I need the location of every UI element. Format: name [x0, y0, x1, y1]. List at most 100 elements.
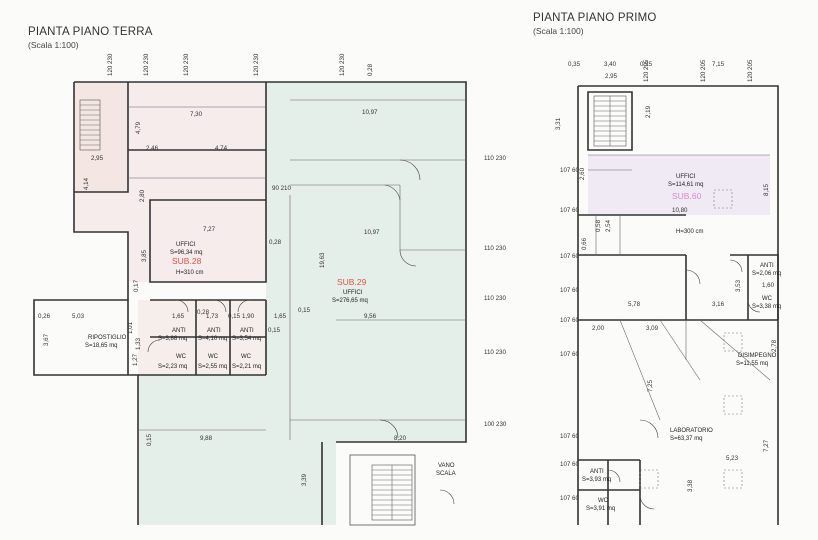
first-openings: 120 205 120 205 120 205 107 60 107 60 10… — [560, 59, 754, 502]
dim: 4,14 — [83, 177, 90, 190]
room-area: S=2,55 mq — [198, 364, 227, 370]
dim: 3,67 — [43, 333, 50, 346]
room-area: S=2,21 mq — [232, 364, 261, 370]
first-floor-title: PIANTA PIANO PRIMO — [533, 12, 657, 24]
room-anti-ff: ANTI S=2,06 mq — [752, 263, 781, 277]
room-area: S=96,34 mq — [170, 250, 203, 256]
dim: 0,58 — [595, 219, 602, 232]
dim: 10,80 — [672, 207, 688, 214]
dim: 3,16 — [712, 301, 725, 308]
dim: 1,65 — [172, 313, 185, 320]
opening: 107 60 — [560, 287, 579, 294]
ground-dimensions: 7,30 10,97 4,79 2,46 4,74 2,95 4,14 2,80… — [38, 109, 407, 486]
sub-label: SUB.60 — [672, 191, 702, 201]
dim: 0,28 — [269, 239, 282, 246]
sub60-tint — [588, 155, 770, 215]
dim: 2,00 — [592, 325, 605, 332]
first-stair — [593, 95, 627, 147]
room-area: S=63,37 mq — [670, 436, 703, 442]
room-name: WC — [241, 354, 252, 360]
room-area: S=2,23 mq — [158, 364, 187, 370]
dim: 0,17 — [133, 279, 140, 292]
room-name: WC — [762, 296, 773, 302]
dim: 7,15 — [712, 61, 725, 68]
dim: 3,38 — [687, 479, 694, 492]
opening: 120 205 — [643, 59, 650, 82]
dim: 2,46 — [146, 145, 159, 152]
ground-floor-scale: (Scala 1:100) — [28, 40, 79, 50]
dim: 5,03 — [72, 313, 85, 320]
room-name: RIPOSTIGLIO — [88, 335, 127, 341]
opening: 100 230 — [484, 421, 507, 428]
opening: 107 60 — [560, 495, 579, 502]
opening: 120 230 — [143, 53, 150, 76]
opening: 120 205 — [747, 59, 754, 82]
first-dimensions: 0,35 3,40 0,25 7,15 2,95 3,31 2,19 2,60 … — [555, 61, 778, 492]
dim: 8,20 — [394, 435, 407, 442]
room-name: LABORATORIO — [670, 428, 713, 434]
dim: 2,95 — [91, 155, 104, 162]
room-wc-2: WC S=2,55 mq — [198, 354, 227, 370]
opening: 107 60 — [560, 351, 579, 358]
dim: 1,01 — [127, 321, 134, 334]
room-height: H=300 cm — [676, 229, 704, 235]
room-sub60: UFFICI S=114,61 mq SUB.60 H=300 cm — [668, 174, 704, 235]
dim: 8,15 — [763, 183, 770, 196]
dim: 1,73 — [206, 313, 219, 320]
dim: 4,74 — [215, 145, 228, 152]
dim: 3,31 — [555, 117, 562, 130]
dim: 5,23 — [726, 455, 739, 462]
sub-label: SUB.28 — [172, 256, 202, 266]
dashed-markers — [639, 189, 743, 489]
room-name: WC — [598, 498, 609, 504]
dim: 0,66 — [581, 237, 588, 250]
room-height: H=310 cm — [176, 270, 204, 276]
dim: 2,95 — [605, 73, 618, 80]
corridor-tint — [74, 192, 128, 232]
lower-zone-tint-2 — [266, 442, 336, 525]
room-name: DISIMPEGNO — [738, 353, 777, 359]
opening: 120 230 — [253, 53, 260, 76]
ground-openings: 120 230 120 230 120 230 120 230 120 230 … — [107, 53, 507, 428]
dim: 9,88 — [200, 435, 213, 442]
dim: 1,27 — [132, 353, 139, 366]
room-laboratorio: LABORATORIO S=63,37 mq — [670, 428, 713, 442]
room-name: VANO — [438, 463, 455, 469]
room-anti-1: ANTI S=3,88 mq — [158, 328, 187, 342]
room-wc-3: WC S=2,21 mq — [232, 354, 261, 370]
dim: 3,40 — [604, 61, 617, 68]
room-area: S=3,38 mq — [752, 304, 781, 310]
dim: 1,33 — [135, 337, 142, 350]
dim: 9,56 — [364, 313, 377, 320]
room-anti-2: ANTI S=4,10 mq — [198, 328, 227, 342]
opening: 107 60 — [560, 317, 579, 324]
opening: 107 60 — [560, 433, 579, 440]
dim: 1,90 — [242, 313, 255, 320]
room-sub29: SUB.29 UFFICI S=276,65 mq — [332, 277, 368, 304]
room-name: ANTI — [240, 328, 254, 334]
room-name: ANTI — [760, 263, 774, 269]
room-area: S=2,06 mq — [752, 271, 781, 277]
dim: 7,27 — [203, 226, 216, 233]
dim: 7,27 — [763, 439, 770, 452]
dim: 7,30 — [190, 111, 203, 118]
room-wc-ff-2: WC S=3,91 mq — [586, 498, 615, 512]
dim: 3,09 — [646, 325, 659, 332]
dim: 1,60 — [762, 282, 775, 289]
dim: 3,85 — [141, 249, 148, 262]
room-area: S=276,65 mq — [332, 298, 368, 304]
room-wc-1: WC S=2,23 mq — [158, 354, 187, 370]
sub28-tint — [128, 82, 266, 282]
room-name: WC — [176, 354, 187, 360]
room-area: S=3,91 mq — [586, 506, 615, 512]
dim: 0,35 — [568, 61, 581, 68]
opening: 107 60 — [560, 461, 579, 468]
room-name: ANTI — [172, 328, 186, 334]
opening: 107 60 — [560, 253, 579, 260]
dim: 5,78 — [628, 301, 641, 308]
dim: 10,97 — [364, 229, 380, 236]
dim: 10,97 — [362, 109, 378, 116]
room-anti-3: ANTI S=3,54 mq — [232, 328, 261, 342]
